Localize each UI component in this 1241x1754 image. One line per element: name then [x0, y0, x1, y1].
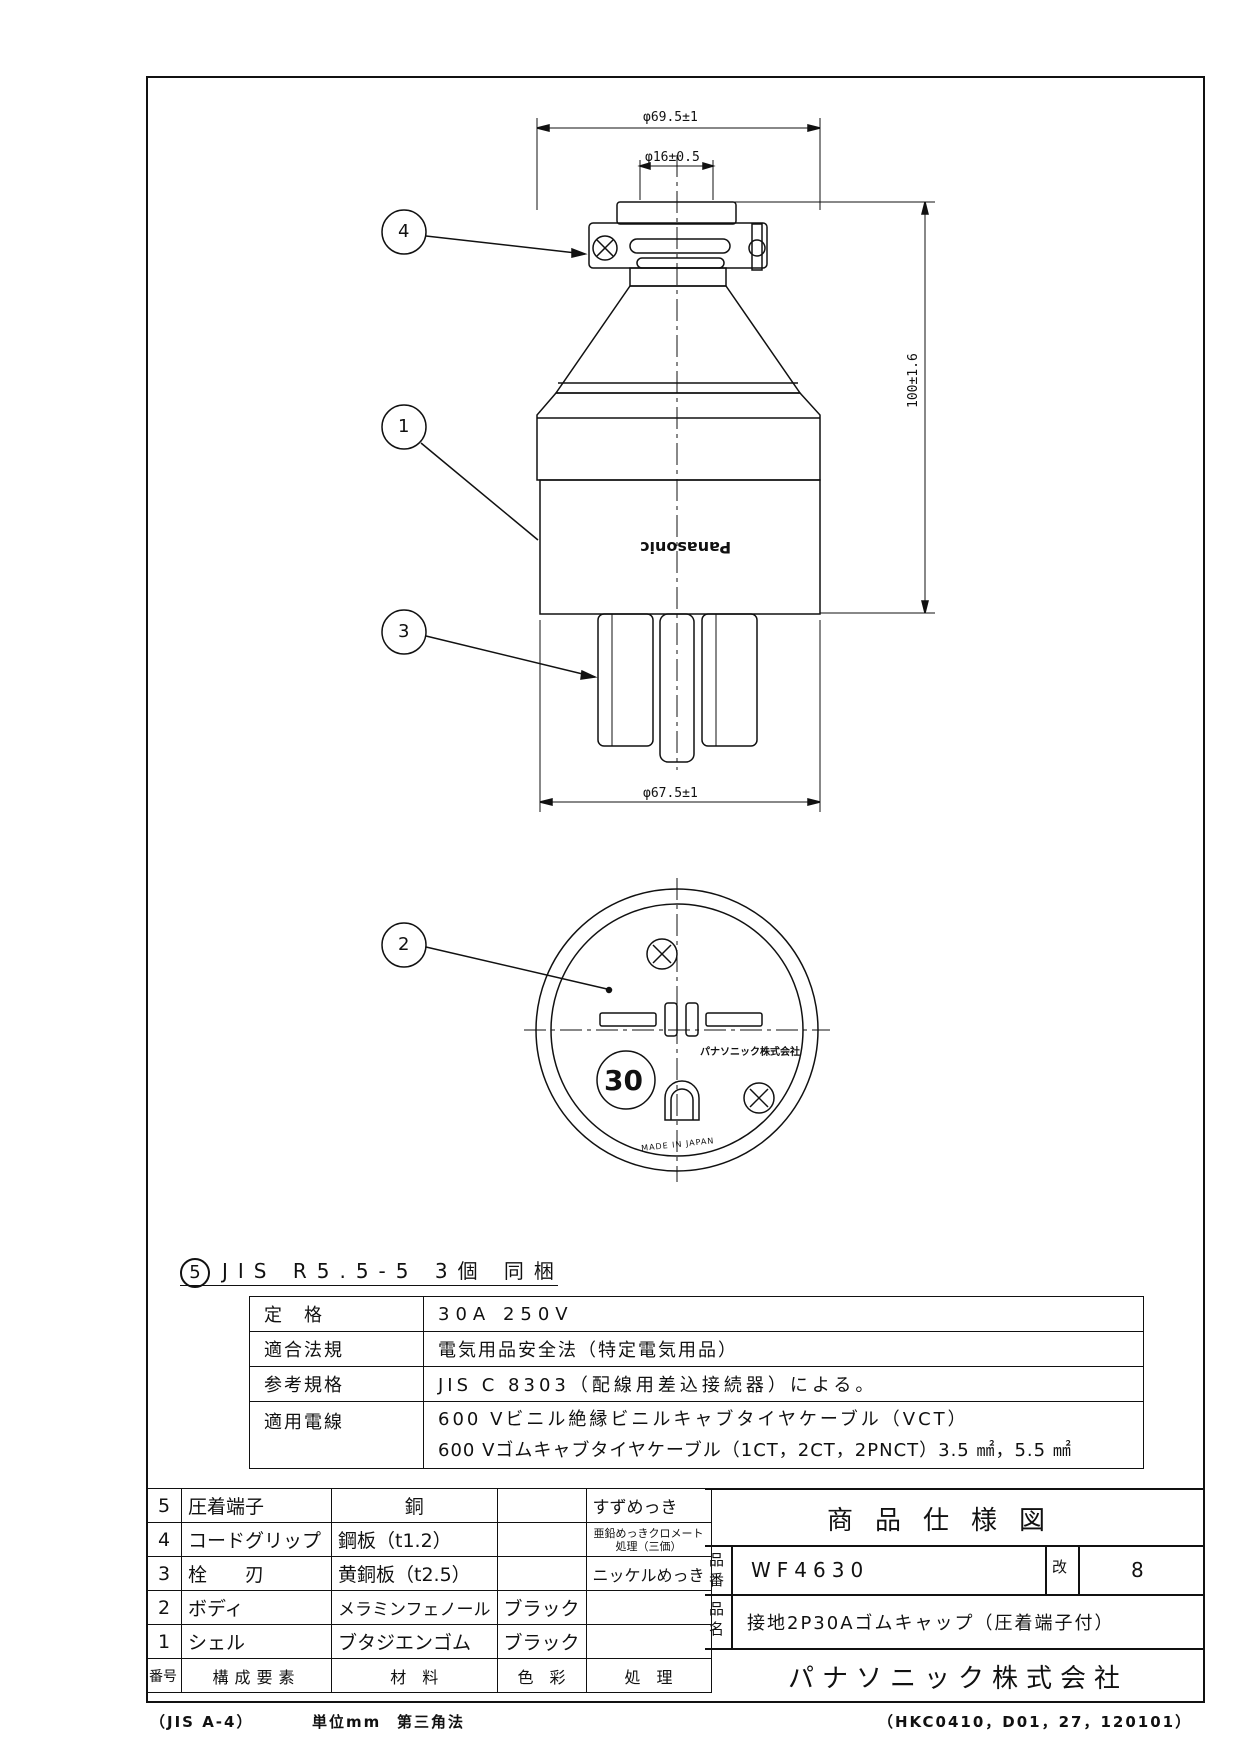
dim-outer-bottom-label: φ67.5±1 [643, 786, 698, 801]
drawing-frame [146, 76, 1205, 1703]
dim-outer-bottom [539, 620, 821, 812]
spec-row: 適合法規電気用品安全法（特定電気用品） [249, 1331, 1144, 1367]
bom-part: ボディ [181, 1590, 332, 1625]
bom-color [496, 1488, 587, 1523]
rating-mark: 30 [604, 1064, 643, 1097]
model-label: 品番 [709, 1551, 725, 1589]
bom-header-material: 材 料 [331, 1658, 498, 1693]
bom-finish: すずめっき [585, 1488, 712, 1523]
brand-logo: Panasonic [640, 538, 732, 557]
bom-material: メラミンフェノール [331, 1590, 498, 1625]
accessory-underline [180, 1285, 558, 1286]
title-block: 商品仕様図 品番 WF4630 改 8 品名 接地2P30Aゴムキャップ（圧着端… [705, 1488, 1205, 1703]
footer-paper: （JIS A-4） [150, 1713, 254, 1731]
bom-header-no: 番号 [146, 1658, 182, 1693]
spec-label: 参考規格 [249, 1366, 424, 1402]
bom-part: 栓 刃 [181, 1556, 332, 1591]
bom-header: 番号構成要素材 料色 彩処 理 [146, 1658, 712, 1693]
dim-cord [637, 160, 716, 200]
accessory-note: 5 JIS R5.5-5 3個 同梱 [180, 1255, 564, 1288]
spec-value-line: 600 Vビニル絶縁ビニルキャブタイヤケーブル（VCT） [438, 1409, 969, 1430]
footer-projection: 第三角法 [397, 1713, 466, 1731]
rev-number: 8 [1131, 1558, 1144, 1582]
bom-no: 3 [146, 1556, 182, 1591]
bom-finish: 亜鉛めっきクロメート処理（三価） [585, 1522, 712, 1557]
bom-part: シェル [181, 1624, 332, 1659]
dim-cord-label: φ16±0.5 [645, 150, 700, 165]
bom-finish [585, 1624, 712, 1659]
spec-label: 適用電線 [249, 1401, 424, 1469]
bom-material: 黄銅板（t2.5） [331, 1556, 498, 1591]
spec-value: 30A 250V [423, 1296, 1144, 1332]
dim-outer-top-label: φ69.5±1 [643, 110, 698, 125]
bom-color [496, 1522, 587, 1557]
model-number: WF4630 [751, 1558, 870, 1582]
dim-outer-top [536, 118, 821, 210]
bom-no: 5 [146, 1488, 182, 1523]
face-maker: パナソニック株式会社 [700, 1047, 800, 1058]
bom-material: 銅 [331, 1488, 498, 1523]
name-label: 品名 [709, 1600, 725, 1638]
footer-unit: 単位mm [312, 1713, 382, 1731]
spec-label: 適合法規 [249, 1331, 424, 1367]
dim-height-label: 100±1.6 [906, 353, 921, 408]
dim-height [725, 201, 935, 614]
callout-4: 4 [398, 221, 410, 242]
bom-color: ブラック [496, 1624, 587, 1659]
spec-value-line: 600 Vゴムキャブタイヤケーブル（1CT，2CT，2PNCT）3.5 ㎟，5.… [438, 1440, 1072, 1461]
callout-3: 3 [398, 621, 410, 642]
bom-no: 2 [146, 1590, 182, 1625]
bom-material: 鋼板（t1.2） [331, 1522, 498, 1557]
spec-value: 電気用品安全法（特定電気用品） [423, 1331, 1144, 1367]
spec-label: 定 格 [249, 1296, 424, 1332]
bom-header-finish: 処 理 [585, 1658, 712, 1693]
spec-value: JIS C 8303（配線用差込接続器）による。 [423, 1366, 1144, 1402]
bom-part: 圧着端子 [181, 1488, 332, 1523]
bom-color [496, 1556, 587, 1591]
bom-no: 1 [146, 1624, 182, 1659]
callout-1: 1 [398, 416, 410, 437]
rev-label: 改 [1052, 1558, 1068, 1576]
doc-title: 商品仕様図 [827, 1506, 1068, 1536]
bom-no: 4 [146, 1522, 182, 1557]
product-name: 接地2P30Aゴムキャップ（圧着端子付） [747, 1613, 1115, 1634]
bom-header-color: 色 彩 [496, 1658, 587, 1693]
bom-header-part: 構成要素 [181, 1658, 332, 1693]
spec-value: 600 Vビニル絶縁ビニルキャブタイヤケーブル（VCT） 600 Vゴムキャブタイ… [423, 1401, 1144, 1469]
face-view [524, 878, 830, 1182]
company-name: パナソニック株式会社 [788, 1664, 1129, 1694]
spec-row: 適用電線 600 Vビニル絶縁ビニルキャブタイヤケーブル（VCT） 600 Vゴムキ… [249, 1401, 1144, 1469]
bom-part: コードグリップ [181, 1522, 332, 1557]
callout-2: 2 [398, 934, 410, 955]
bom-material: ブタジエンゴム [331, 1624, 498, 1659]
accessory-text: JIS R5.5-5 3個 同梱 [222, 1259, 564, 1283]
accessory-num: 5 [180, 1258, 210, 1288]
bom-finish [585, 1590, 712, 1625]
bom-color: ブラック [496, 1590, 587, 1625]
bom-finish: ニッケルめっき [585, 1556, 712, 1591]
footer-code: （HKC0410，D01，27，120101） [878, 1713, 1193, 1731]
